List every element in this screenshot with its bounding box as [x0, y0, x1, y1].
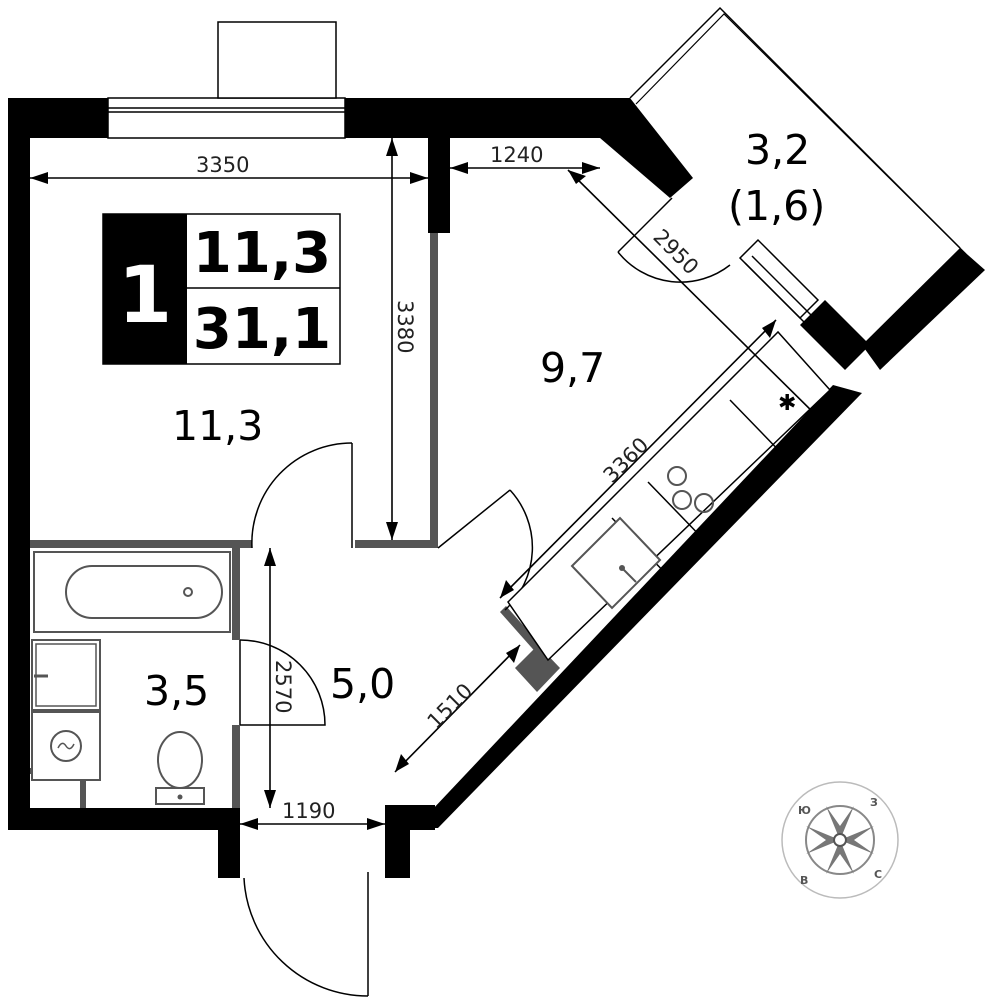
dimension-entry-width: 1190: [240, 799, 385, 830]
washbasin-icon: [31, 639, 101, 711]
kitchen-area: 9,7: [540, 344, 605, 392]
balcony: [629, 6, 967, 255]
svg-text:1510: 1510: [423, 679, 478, 734]
window-kitchen: [738, 238, 820, 324]
window-living: [107, 21, 346, 139]
rooms-count: 1: [118, 251, 172, 341]
dimension-living-width: 3350: [30, 153, 428, 184]
total-area-value: 31,1: [193, 297, 331, 362]
toilet-icon: [155, 731, 205, 805]
svg-text:1240: 1240: [490, 143, 543, 167]
dimension-hall-length: 2570: [264, 548, 295, 808]
ventilation-mark: ✱: [778, 391, 796, 416]
svg-text:3380: 3380: [393, 300, 417, 353]
apartment-badge: 1 11,3 31,1: [102, 213, 341, 365]
dimension-kitchen-top: 1240: [450, 143, 600, 174]
compass-south: Ю: [798, 804, 811, 817]
balcony-reduced-area: (1,6): [728, 182, 825, 230]
svg-text:3350: 3350: [196, 153, 249, 177]
kitchen-sink-icon: [570, 516, 662, 610]
compass-west: З: [870, 796, 878, 809]
door-balcony: [617, 197, 731, 283]
living-area-value: 11,3: [193, 221, 331, 286]
compass-east: В: [800, 874, 808, 887]
door-living: [251, 442, 353, 549]
svg-text:2570: 2570: [271, 660, 295, 713]
living-room-area: 11,3: [172, 402, 263, 450]
compass-icon: Ю З В С: [781, 781, 899, 899]
exterior-walls: [8, 98, 985, 878]
svg-text:1190: 1190: [282, 799, 335, 823]
bathroom-area: 3,5: [144, 667, 209, 715]
stove-icon: [667, 466, 714, 513]
door-bathroom: [239, 639, 326, 726]
door-entrance: [243, 872, 369, 997]
compass-north: С: [874, 868, 882, 881]
bathtub-icon: [33, 551, 231, 633]
svg-text:2950: 2950: [648, 225, 703, 280]
balcony-area: 3,2: [745, 126, 810, 174]
dimension-living-depth: 3380: [386, 138, 417, 540]
hallway-area: 5,0: [330, 660, 395, 708]
washing-machine-icon: [31, 711, 101, 781]
